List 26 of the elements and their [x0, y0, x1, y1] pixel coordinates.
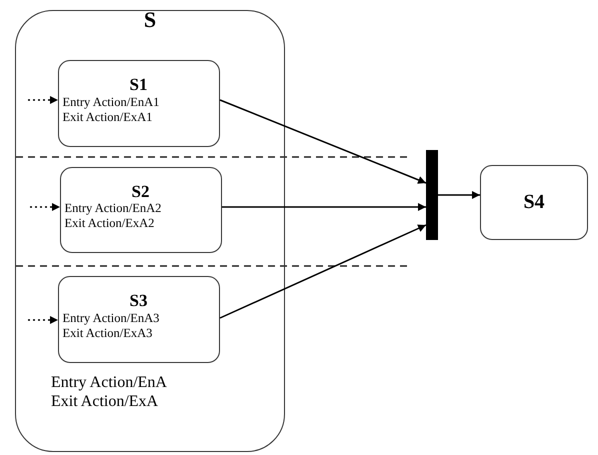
fork-bar	[426, 150, 438, 240]
initial-arrow	[28, 316, 58, 324]
state-name: S4	[523, 191, 545, 214]
state-box	[60, 166, 222, 252]
state-name: S3	[130, 291, 148, 311]
composite-state	[15, 10, 285, 452]
state-action: Entry Action/EnA1	[62, 94, 160, 110]
initial-arrow	[30, 203, 60, 211]
state-box	[480, 165, 588, 240]
state-action: Exit Action/ExA1	[62, 110, 152, 125]
transition-arrow	[220, 224, 426, 319]
state-action: Entry Action/EnA	[51, 373, 167, 392]
state-name: S	[144, 9, 156, 31]
state-box	[58, 276, 220, 362]
state-action: Exit Action/ExA	[51, 392, 160, 412]
transition-arrow	[222, 203, 426, 211]
state-action: Entry Action/EnA3	[62, 310, 160, 326]
transition-arrow	[220, 99, 426, 184]
transition-arrow	[438, 191, 480, 199]
state-name: S1	[130, 75, 148, 95]
initial-arrow	[28, 96, 58, 104]
state-box	[58, 60, 220, 146]
state-action: Exit Action/ExA3	[62, 326, 152, 341]
state-action: Entry Action/EnA2	[64, 201, 162, 216]
state-action: Exit Action/ExA2	[64, 216, 154, 232]
state-name: S2	[132, 182, 150, 202]
